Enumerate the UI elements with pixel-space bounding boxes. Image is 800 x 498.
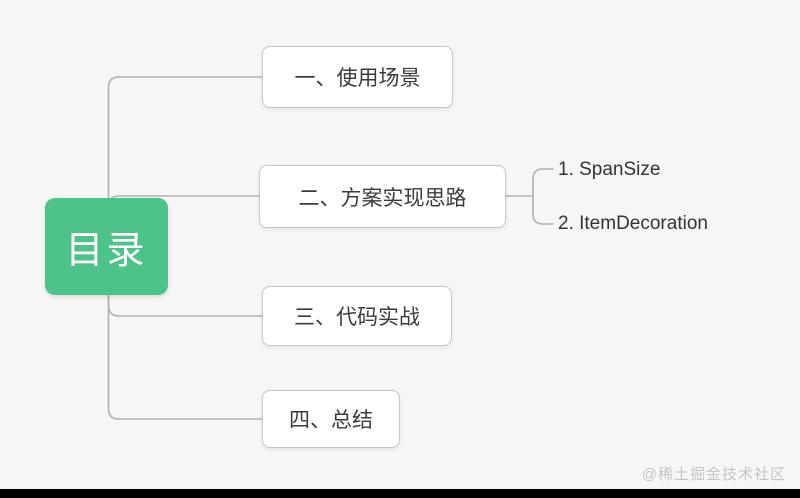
bottom-black-bar [0,489,800,498]
topic-node-3[interactable]: 三、代码实战 [262,286,452,346]
topic-node-1-label: 一、使用场景 [294,67,421,90]
topic-node-1[interactable]: 一、使用场景 [262,46,453,108]
topic-node-4[interactable]: 四、总结 [262,390,400,448]
subtopic-node-1[interactable]: 1. SpanSize [558,158,660,182]
topic-node-2[interactable]: 二、方案实现思路 [259,165,506,228]
connector-subtopic-2 [532,195,554,225]
topic-node-4-label: 四、总结 [289,409,373,432]
root-topic-node[interactable]: 目录 [45,198,168,295]
topic-node-2-label: 二、方案实现思路 [298,186,467,210]
topic-node-3-label: 三、代码实战 [294,306,420,329]
subtopic-node-2[interactable]: 2. ItemDecoration [558,212,708,236]
connector-subtopic-1 [532,168,554,197]
subtopic-node-2-label: 2. ItemDecoration [558,213,708,234]
subtopic-node-1-label: 1. SpanSize [558,159,661,180]
watermark-text: @稀土掘金技术社区 [641,466,786,483]
root-topic-label: 目录 [65,230,148,272]
